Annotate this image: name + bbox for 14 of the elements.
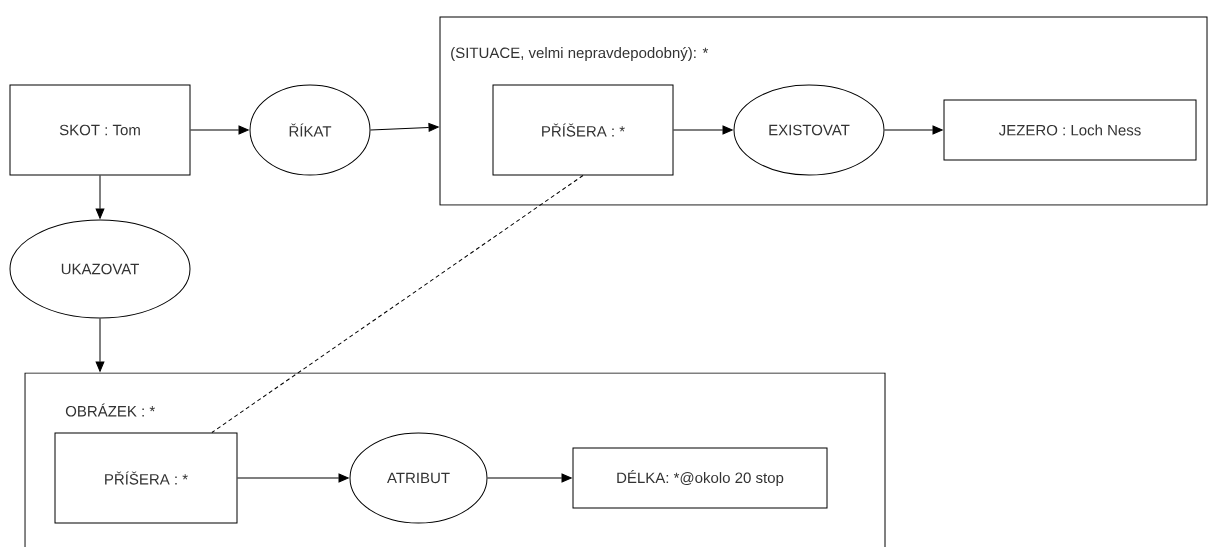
arrow: [370, 123, 439, 132]
concept-box: PŘÍŠERA : *: [54, 432, 238, 524]
arrow: [237, 473, 349, 483]
arrow: [884, 125, 943, 135]
concept-box: PŘÍŠERA : *: [492, 84, 674, 176]
concept-box: SKOT : Tom: [9, 84, 191, 176]
arrow: [190, 125, 249, 135]
arrow: [95, 318, 105, 372]
arrow: [95, 175, 105, 219]
concept-box: DÉLKA: *@okolo 20 stop: [572, 447, 828, 509]
arrow: [673, 125, 733, 135]
arrow: [487, 473, 572, 483]
concept-box: JEZERO : Loch Ness: [943, 99, 1197, 161]
dashed-line: [211, 175, 584, 433]
